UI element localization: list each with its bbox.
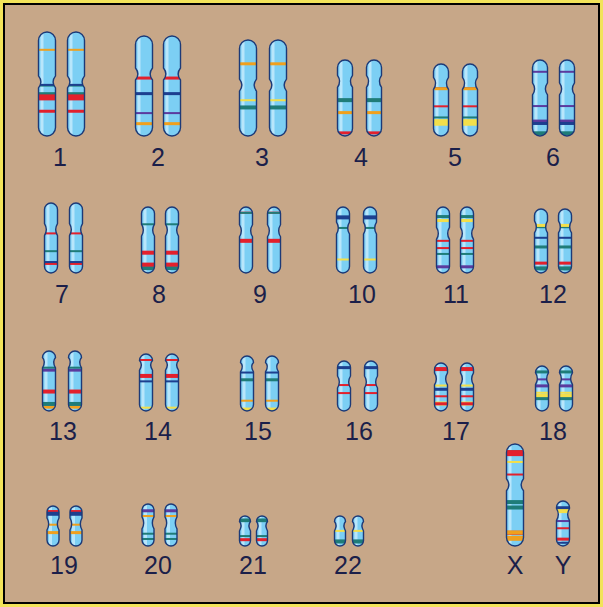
chromosome xyxy=(142,504,154,546)
chromosome-number: 7 xyxy=(55,280,69,308)
chromosome xyxy=(45,203,58,273)
chromosome xyxy=(364,207,377,273)
chromosome xyxy=(461,207,474,273)
chromosome-number: 3 xyxy=(255,143,269,171)
chromosome xyxy=(435,363,448,411)
chromosome xyxy=(165,504,177,546)
chromosome xyxy=(166,354,179,411)
chromosome-number: 15 xyxy=(244,417,272,445)
chromosome xyxy=(559,209,572,273)
chromosome-number: 10 xyxy=(348,280,376,308)
chromosome xyxy=(241,356,254,412)
chromosome xyxy=(68,32,85,136)
chromosome-number: X xyxy=(507,551,524,579)
chromosome xyxy=(70,203,83,273)
chromosome xyxy=(560,366,573,411)
chromosome xyxy=(535,209,548,273)
chromosome xyxy=(507,444,524,546)
chromosome-number: 12 xyxy=(539,280,567,308)
chromosome xyxy=(367,60,382,136)
chromosome-number: 5 xyxy=(448,143,462,171)
chromosome xyxy=(268,207,281,273)
chromosome xyxy=(140,354,153,411)
chromosome-number: 6 xyxy=(546,143,560,171)
chromosome xyxy=(166,207,179,273)
chromosome xyxy=(461,363,474,411)
chromosome xyxy=(557,501,570,546)
chromosome xyxy=(560,60,575,136)
chromosome xyxy=(437,207,450,273)
chromosome-number: 20 xyxy=(144,551,172,579)
chromosome xyxy=(142,207,155,273)
chromosome xyxy=(337,207,350,273)
chromosome-number: 22 xyxy=(334,551,362,579)
chromosome xyxy=(270,40,287,136)
chromosome xyxy=(240,40,257,136)
chromosome xyxy=(266,356,279,412)
chromosome-number: 18 xyxy=(539,417,567,445)
chromosome xyxy=(338,361,351,411)
chromosome xyxy=(434,64,449,136)
chromosome xyxy=(257,516,268,546)
chromosome-number: 11 xyxy=(443,280,469,308)
chromosome-number: 17 xyxy=(442,417,470,445)
chromosome-number: 16 xyxy=(345,417,373,445)
chromosome-number: 19 xyxy=(50,551,78,579)
chromosome xyxy=(353,516,364,546)
chromosome-number: 13 xyxy=(49,417,77,445)
chromosome xyxy=(463,64,478,136)
chromosome xyxy=(70,506,82,546)
chromosome-number: 9 xyxy=(253,280,267,308)
chromosome xyxy=(43,351,56,411)
chromosome-number: 4 xyxy=(354,143,368,171)
chromosome xyxy=(240,207,253,273)
chromosome xyxy=(338,60,353,136)
chromosome-number: Y xyxy=(555,551,572,579)
chromosome xyxy=(69,351,82,411)
chromosome xyxy=(136,36,153,136)
chromosome xyxy=(164,36,181,136)
chromosome-number: 1 xyxy=(53,143,67,171)
chromosome xyxy=(533,60,548,136)
chromosome xyxy=(365,361,378,411)
chromosome xyxy=(536,366,549,411)
chromosome xyxy=(47,506,59,546)
chromosome-number: 21 xyxy=(239,551,267,579)
chromosome-number: 2 xyxy=(151,143,165,171)
chromosome xyxy=(39,32,56,136)
chromosome xyxy=(335,516,346,546)
chromosome-number: 14 xyxy=(144,417,172,445)
chromosome-number: 8 xyxy=(152,280,166,308)
chromosome xyxy=(240,516,251,546)
